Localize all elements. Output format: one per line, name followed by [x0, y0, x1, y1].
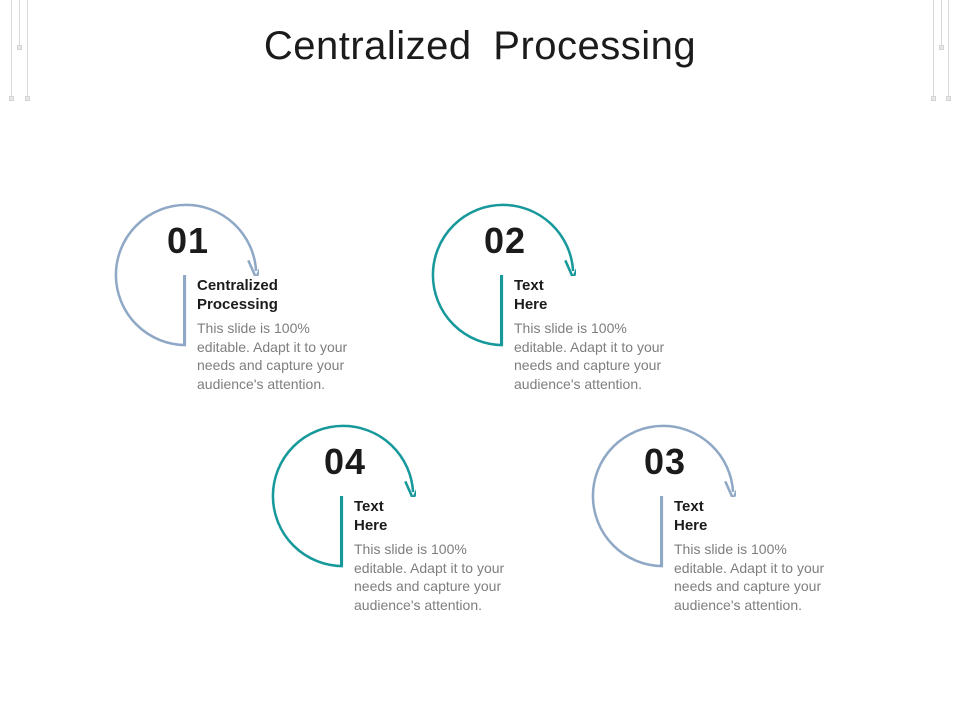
step-item-04: 04 Text Here This slide is 100% editable…	[270, 423, 570, 638]
decor-line-cap	[946, 96, 951, 101]
circular-arrow-icon	[114, 203, 259, 347]
decor-line-cap	[9, 96, 14, 101]
decor-line	[27, 0, 28, 97]
step-number: 04	[323, 441, 367, 482]
step-text-block: Centralized Processing This slide is 100…	[197, 276, 373, 393]
step-text-block: Text Here This slide is 100% editable. A…	[354, 497, 530, 614]
step-number: 01	[166, 220, 210, 261]
decor-line	[941, 0, 942, 46]
step-heading: Text Here	[674, 498, 708, 534]
decor-line	[948, 0, 949, 97]
circular-arrow-icon	[431, 203, 576, 347]
step-text-block: Text Here This slide is 100% editable. A…	[514, 276, 690, 393]
decor-line-cap	[931, 96, 936, 101]
step-item-02: 02 Text Here This slide is 100% editable…	[430, 202, 730, 417]
step-body-text: This slide is 100% editable. Adapt it to…	[354, 541, 505, 613]
step-number: 02	[483, 220, 527, 261]
decor-line-cap	[17, 45, 22, 50]
step-item-01: 01 Centralized Processing This slide is …	[113, 202, 413, 417]
slide-title: Centralized Processing	[263, 24, 697, 68]
step-body-text: This slide is 100% editable. Adapt it to…	[514, 320, 665, 392]
step-body-text: This slide is 100% editable. Adapt it to…	[674, 541, 825, 613]
decor-line	[11, 0, 12, 97]
decor-line	[933, 0, 934, 97]
decor-line-cap	[25, 96, 30, 101]
step-heading: Centralized Processing	[197, 277, 278, 313]
step-number: 03	[643, 441, 687, 482]
step-body-text: This slide is 100% editable. Adapt it to…	[197, 320, 348, 392]
step-item-03: 03 Text Here This slide is 100% editable…	[590, 423, 890, 638]
decor-line	[19, 0, 20, 46]
step-heading: Text Here	[354, 498, 388, 534]
circular-arrow-icon	[271, 424, 416, 568]
decor-line-cap	[939, 45, 944, 50]
step-heading: Text Here	[514, 277, 548, 313]
step-text-block: Text Here This slide is 100% editable. A…	[674, 497, 850, 614]
